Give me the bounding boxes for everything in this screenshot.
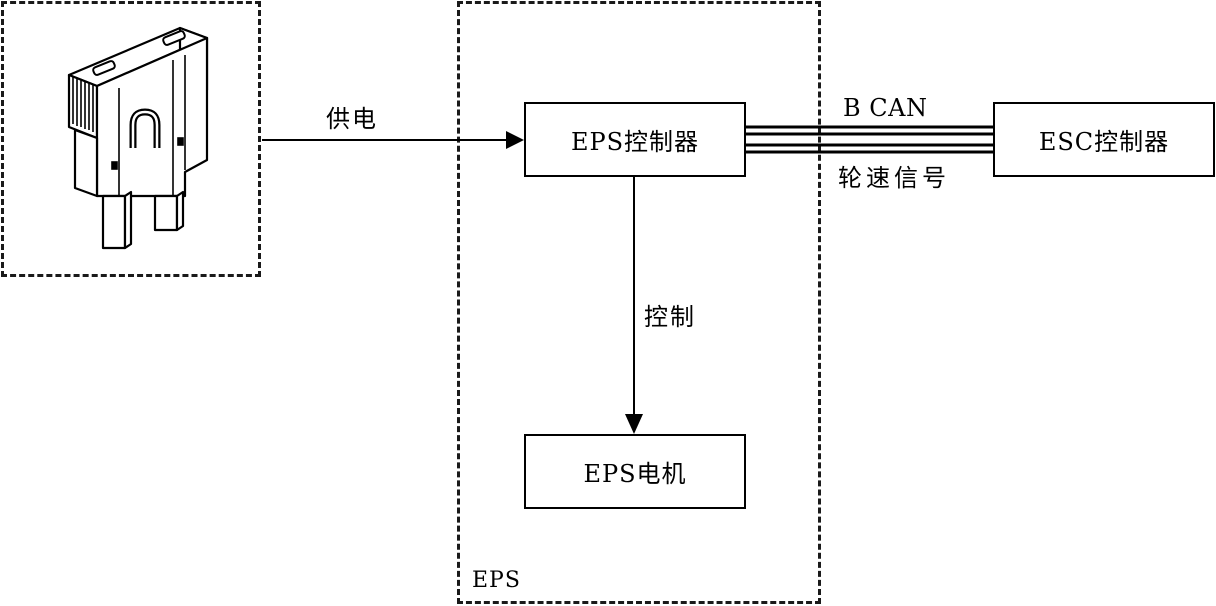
blade-fuse-icon <box>67 26 209 250</box>
eps-motor-label: EPS电机 <box>583 460 687 488</box>
fuse-container <box>1 1 261 277</box>
control-arrowhead <box>625 414 643 434</box>
bcan-label: B CAN <box>843 94 928 122</box>
esc-controller-label: ESC控制器 <box>1038 128 1170 156</box>
power-supply-label: 供电 <box>326 105 378 133</box>
eps-controller-box: EPS控制器 <box>524 102 746 177</box>
eps-group-container <box>457 1 821 604</box>
eps-group-label: EPS <box>472 568 521 593</box>
esc-controller-box: ESC控制器 <box>993 102 1215 177</box>
control-label: 控制 <box>644 303 696 331</box>
eps-motor-box: EPS电机 <box>524 434 746 509</box>
power-supply-arrowhead <box>506 131 524 149</box>
eps-controller-label: EPS控制器 <box>570 128 700 156</box>
wheel-speed-label: 轮速信号 <box>838 164 950 192</box>
